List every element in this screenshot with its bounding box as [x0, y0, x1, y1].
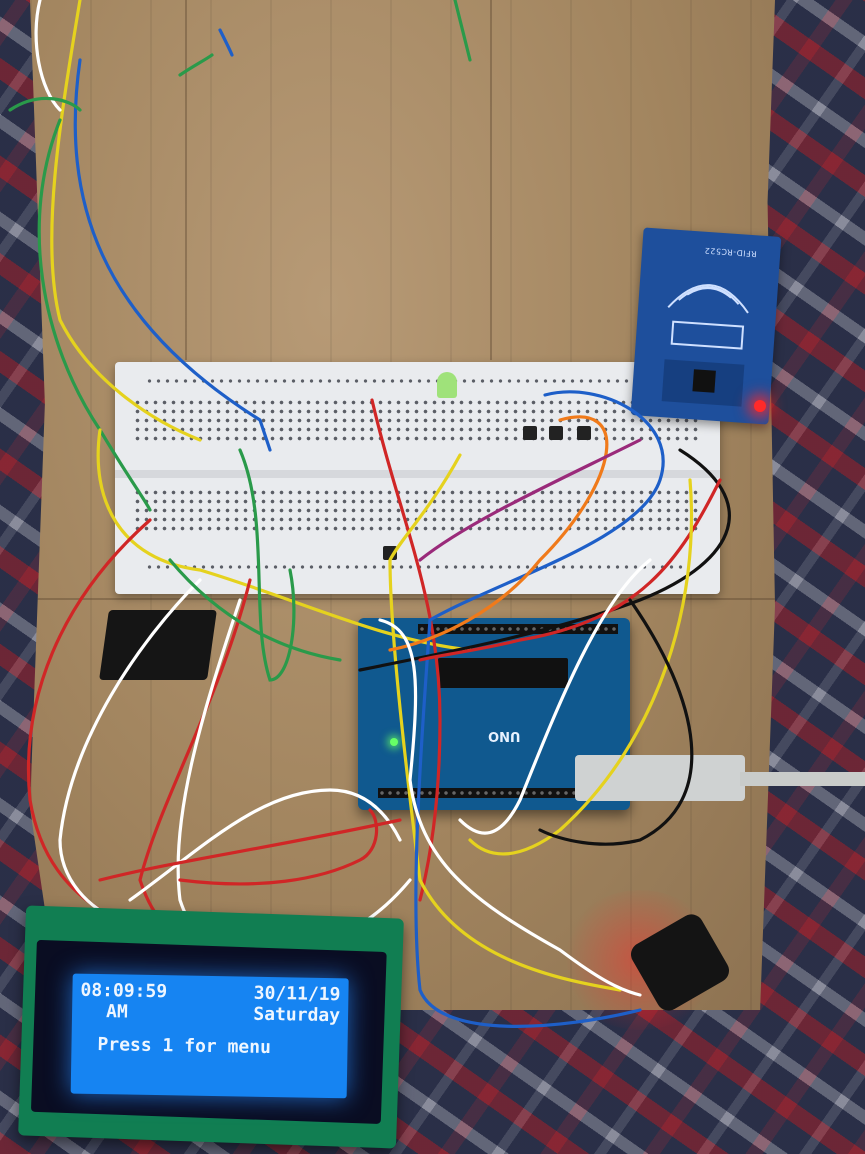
lcd-prompt: Press 1 for menu: [97, 1034, 272, 1059]
rfid-power-led: [754, 400, 766, 412]
lcd-module: 08:09:59 30/11/19 AM Saturday Press 1 fo…: [18, 905, 404, 1149]
lcd-date: 30/11/19: [253, 982, 341, 1006]
breadboard-rail: [145, 376, 690, 386]
lcd-bezel: 08:09:59 30/11/19 AM Saturday Press 1 fo…: [30, 939, 387, 1124]
breadboard-channel: [115, 470, 720, 478]
green-led: [437, 372, 457, 398]
cardboard-crease: [490, 0, 492, 360]
cardboard-crease: [30, 598, 775, 600]
breadboard-holes: [133, 488, 702, 534]
onboard-led: [390, 738, 398, 746]
microcontroller-chip: [438, 658, 568, 688]
usb-cable: [740, 772, 865, 786]
lcd-weekday: Saturday: [253, 1003, 341, 1027]
push-button: [523, 426, 537, 440]
lcd-time: 08:09:59: [80, 979, 168, 1003]
push-button: [549, 426, 563, 440]
breadboard: [115, 362, 720, 594]
lcd-screen: 08:09:59 30/11/19 AM Saturday Press 1 fo…: [70, 973, 349, 1099]
push-button: [577, 426, 591, 440]
rfid-module: RFID-RC522: [630, 227, 782, 425]
lcd-meridiem: AM: [105, 1001, 128, 1023]
arduino-board: UNO: [358, 618, 630, 810]
header-pins: [418, 624, 618, 634]
usb-connector: [575, 755, 745, 801]
cardboard-crease: [185, 0, 187, 360]
rfid-antenna-icon: [661, 284, 749, 407]
header-pins: [378, 788, 578, 798]
